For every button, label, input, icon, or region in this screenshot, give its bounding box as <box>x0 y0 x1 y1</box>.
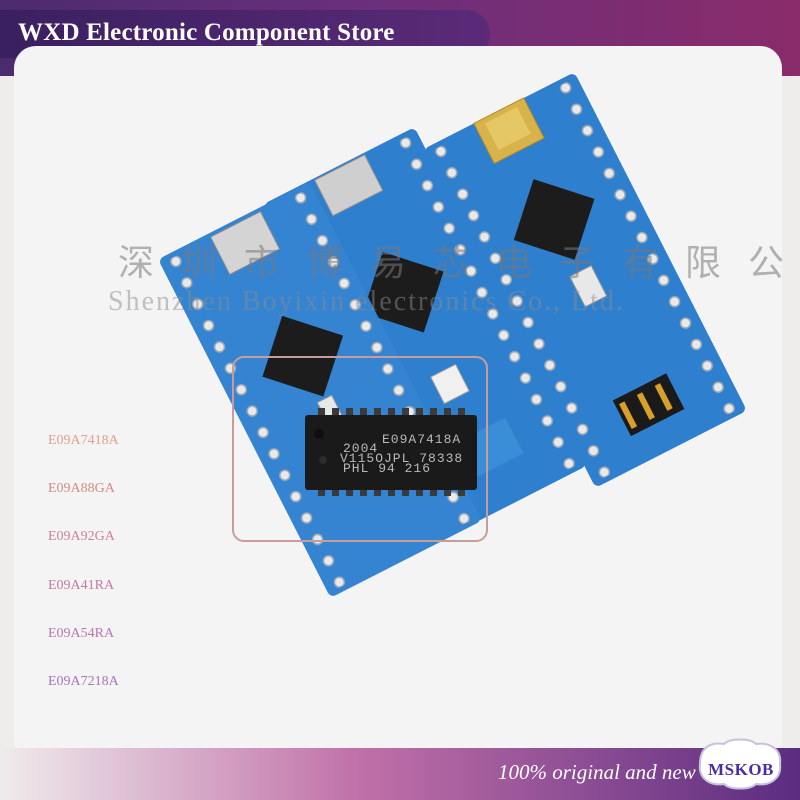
variant-label: E09A54RA <box>48 626 115 641</box>
watermark-english: Shenzhen Boyixin electronics Co., Ltd. <box>108 286 625 317</box>
variant-label: E09A41RA <box>48 578 115 593</box>
chip-marking-line-2: 2004 <box>343 441 379 456</box>
tagline: 100% original and new <box>498 760 696 784</box>
brand-badge <box>698 738 782 790</box>
chip-marking-line-3: V115OJPL 78338 <box>340 451 464 466</box>
variant-label: E09A88GA <box>48 481 115 496</box>
soic-chip <box>305 408 477 496</box>
variant-label: E09A7218A <box>48 674 119 689</box>
nano-board-right <box>425 74 745 486</box>
chip-marking-line-1: E09A7418A <box>382 432 462 447</box>
chip-highlight-frame <box>232 356 488 542</box>
bottom-banner <box>0 748 800 800</box>
store-title: WXD Electronic Component Store <box>18 19 395 46</box>
watermark-chinese: 深 圳 市 博 易 芯 电 子 有 限 公 司 <box>118 243 800 283</box>
brand-badge-label: MSKOB <box>708 760 774 779</box>
chip-marking-line-4: PHL 94 216 <box>343 461 432 476</box>
variant-label: E09A92GA <box>48 529 115 544</box>
variant-label: E09A7418A <box>48 433 119 448</box>
